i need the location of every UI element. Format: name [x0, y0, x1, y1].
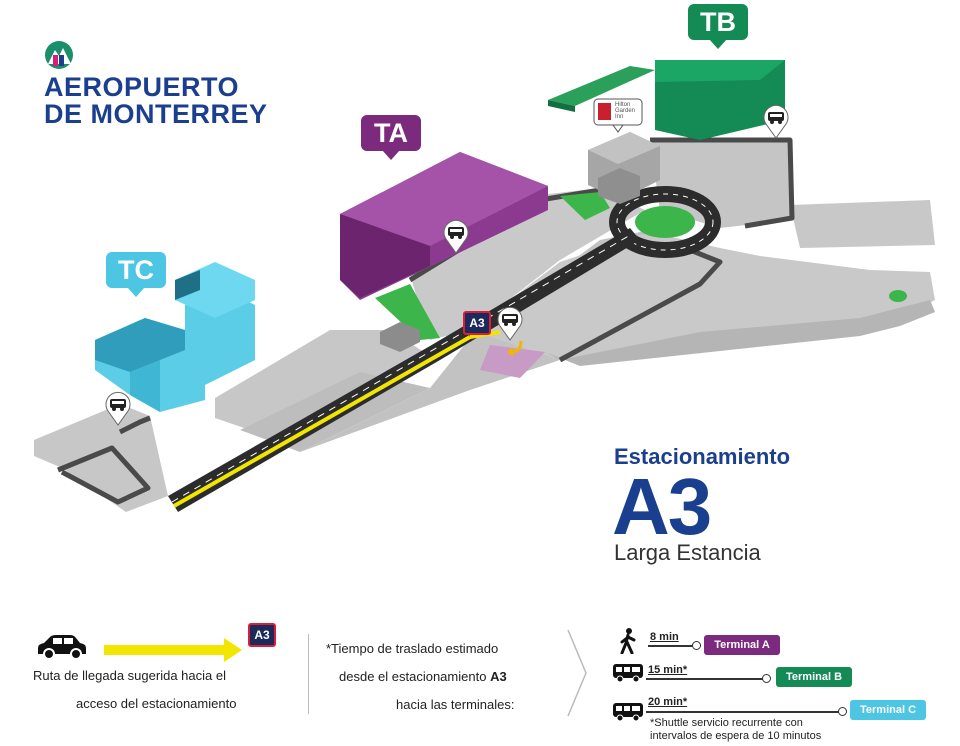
shuttle-stop-pin-tb — [762, 104, 790, 145]
transfer-time-a: 8 min — [650, 631, 679, 643]
terminal-c-badge: TC — [106, 252, 166, 297]
hotel-name-line3: Inn — [615, 114, 624, 120]
shuttle-pin-icon — [105, 391, 131, 426]
terminal-b-badge: TB — [688, 4, 748, 49]
terminal-b-building — [548, 60, 785, 140]
route-arrow — [104, 638, 244, 667]
airport-logo-icon — [44, 40, 74, 70]
airport-name: AEROPUERTO DE MONTERREY — [44, 74, 268, 128]
route-description-line2: acceso del estacionamiento — [76, 696, 237, 711]
hotel-name-line2: Garden — [615, 108, 636, 114]
shuttle-footnote-line1: *Shuttle servicio recurrente con — [650, 717, 803, 729]
entry-arrow-icon — [505, 338, 525, 363]
main-highway — [168, 228, 640, 512]
car-icon — [36, 634, 88, 665]
terminal-c-building — [95, 262, 255, 412]
transfer-time-c: 20 min* — [648, 696, 688, 708]
transfer-time-b: 15 min* — [648, 664, 688, 676]
a3-legend-sign-label: A3 — [248, 623, 276, 647]
shuttle-stop-pin-a3 — [496, 306, 524, 347]
transfer-line3: hacia las terminales: — [396, 697, 515, 712]
shuttle-bus-icon — [612, 663, 644, 688]
airport-name-line1: AEROPUERTO — [44, 72, 240, 102]
transfer-line2-code: A3 — [490, 669, 507, 684]
hotel-building — [588, 132, 660, 204]
transfer-line2-text: desde el estacionamiento — [339, 669, 487, 684]
parking-description: Larga Estancia — [614, 540, 761, 565]
mountain-logo-icon — [45, 41, 73, 69]
walking-person-icon — [620, 628, 636, 659]
a3-map-sign: A3 — [463, 311, 491, 335]
shuttle-pin-icon — [443, 219, 469, 254]
transfer-line1: *Tiempo de traslado estimado — [326, 641, 499, 656]
transfer-node-a — [692, 641, 701, 650]
shuttle-stop-pin-ta — [442, 219, 470, 260]
route-description-line1: Ruta de llegada sugerida hacia el — [33, 668, 226, 683]
destination-terminal-c: Terminal C — [850, 700, 926, 720]
transfer-node-b — [762, 674, 771, 683]
destination-terminal-a: Terminal A — [704, 635, 780, 655]
green-areas — [375, 192, 907, 340]
small-structures — [380, 322, 420, 352]
parking-title: Estacionamiento — [614, 444, 791, 469]
transfer-line-a — [648, 645, 694, 647]
shuttle-bus-icon — [612, 702, 644, 727]
shuttle-stop-pin-tc — [104, 391, 132, 432]
transfer-line-b — [646, 678, 764, 680]
destination-terminal-b: Terminal B — [776, 667, 852, 687]
roundabout — [609, 186, 721, 258]
legend-divider — [308, 634, 309, 714]
hotel-name-line1: Hilton — [615, 102, 631, 108]
a3-legend-sign: A3 — [248, 623, 276, 647]
shuttle-pin-icon — [497, 306, 523, 341]
shuttle-footnote: *Shuttle servicio recurrente con interva… — [650, 717, 821, 743]
terminal-a-building — [340, 152, 548, 300]
airport-name-line2: DE MONTERREY — [44, 99, 268, 129]
transfer-line-c — [646, 711, 840, 713]
shuttle-pin-icon — [763, 104, 789, 139]
hotel-pin-icon — [593, 98, 643, 133]
transfer-node-c — [838, 707, 847, 716]
chevron-right-icon — [566, 628, 588, 723]
terminal-a-badge: TA — [361, 115, 421, 160]
parking-code: A3 — [612, 462, 712, 551]
shuttle-footnote-line2: intervalos de espera de 10 minutos — [650, 730, 822, 742]
a3-map-sign-label: A3 — [463, 311, 491, 335]
hotel-pin: Hilton Garden Inn — [593, 98, 643, 133]
transfer-line2: desde el estacionamiento A3 — [339, 669, 507, 684]
